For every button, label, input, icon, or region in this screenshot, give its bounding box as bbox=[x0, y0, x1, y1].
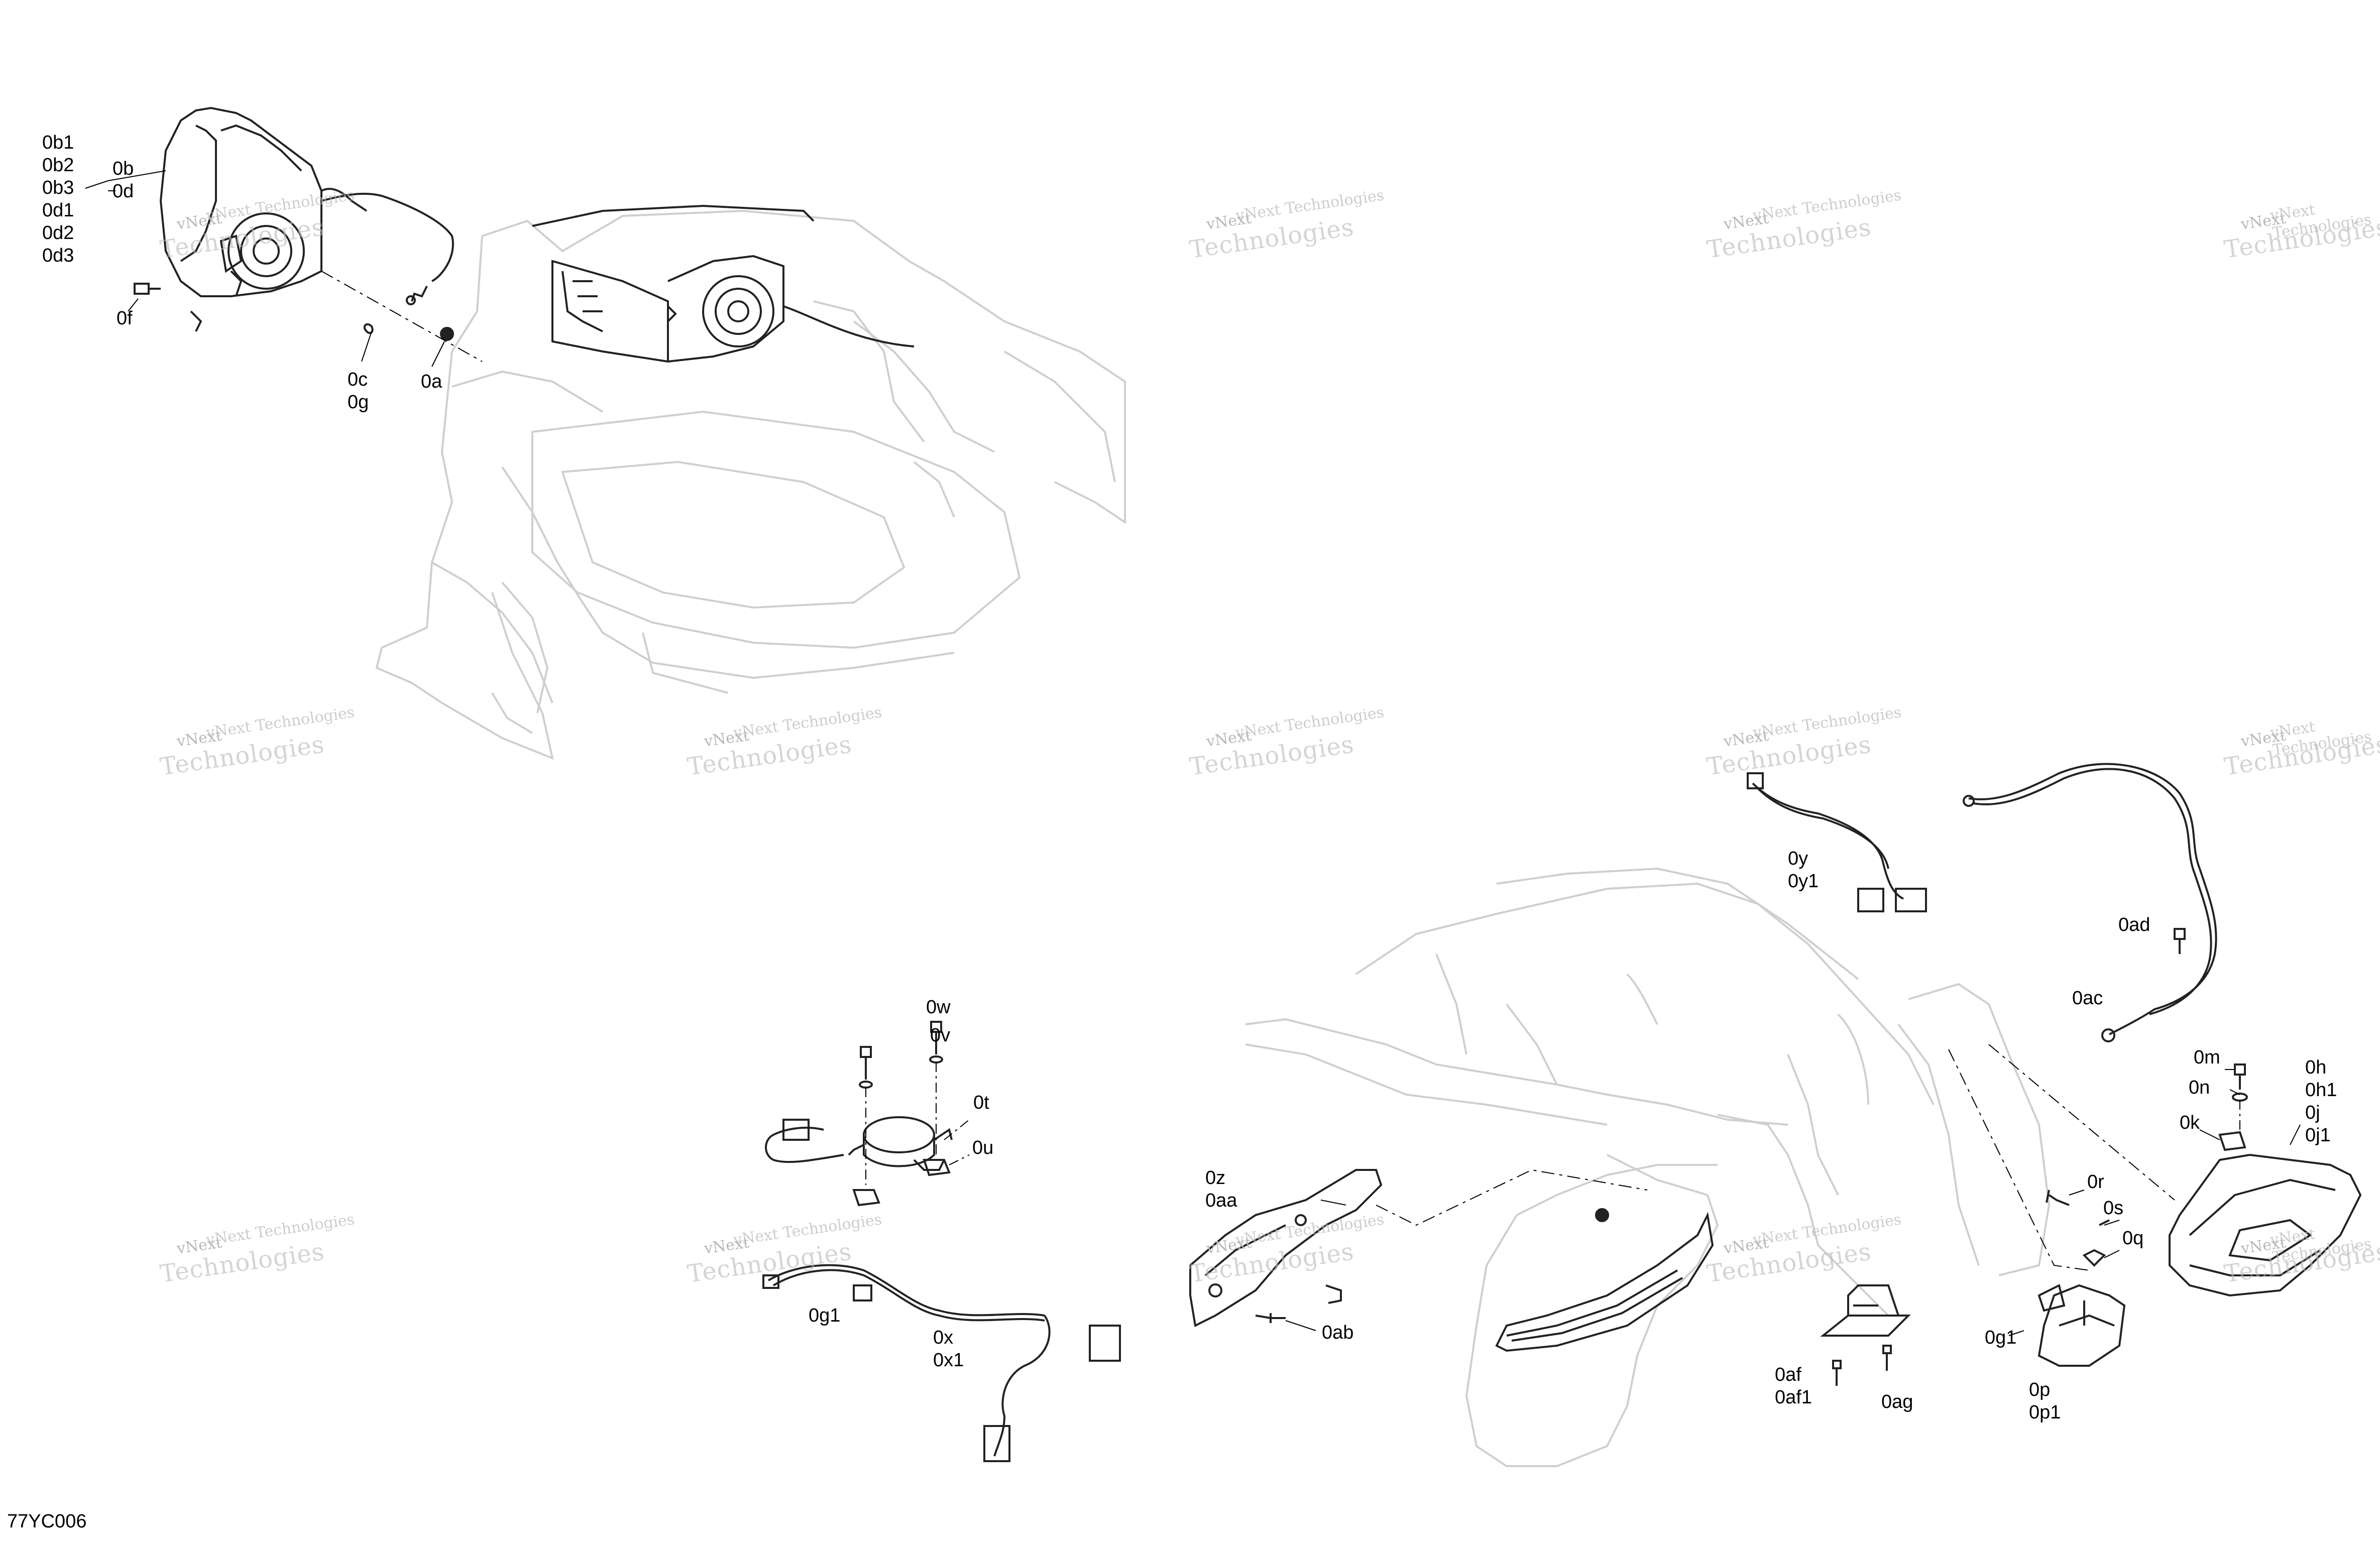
ground-cable-drawing bbox=[1963, 763, 2217, 1042]
callout-plate-light-af: 0af 0af1 bbox=[1775, 1364, 1812, 1409]
rear-frame-drawing bbox=[1245, 867, 2051, 1467]
horn-leader-lines bbox=[865, 1062, 970, 1185]
callout-harness-y: 0y 0y1 bbox=[1788, 848, 1819, 893]
callout-washer-s: 0s bbox=[2103, 1198, 2124, 1219]
horn-drawing bbox=[765, 1021, 953, 1207]
callout-headlight-bd: 0b 0d bbox=[112, 158, 134, 203]
callout-harness-x: 0x 0x1 bbox=[933, 1327, 964, 1372]
callout-cable-ac: 0ac bbox=[2072, 988, 2103, 1009]
callout-headlight-refs: 0b1 0b2 0b3 0d1 0d2 0d3 bbox=[42, 132, 74, 267]
part-label: 0af bbox=[1775, 1364, 1801, 1385]
license-lamp-leader-lines bbox=[1948, 1049, 2120, 1336]
part-label: 0h bbox=[2305, 1057, 2327, 1078]
callout-horn-t: 0t bbox=[973, 1092, 989, 1113]
rear-fender-light-drawing bbox=[1495, 1208, 1714, 1352]
part-label: 0af1 bbox=[1775, 1387, 1812, 1408]
bracket-drawing bbox=[1189, 1169, 1383, 1327]
harness-y-drawing bbox=[1747, 772, 1927, 912]
part-label: 0j1 bbox=[2305, 1125, 2331, 1146]
part-label: 0y bbox=[1788, 848, 1808, 869]
callout-screw-f: 0f bbox=[117, 308, 133, 329]
part-label: 0p bbox=[2029, 1379, 2051, 1400]
callout-screw-ag: 0ag bbox=[1881, 1391, 1913, 1412]
part-label: 0d2 bbox=[42, 222, 74, 244]
part-label: 0c bbox=[348, 369, 368, 390]
callout-grommet-a: 0a bbox=[421, 371, 442, 392]
bracket-leader-lines bbox=[1285, 1169, 1648, 1331]
callout-nut-u: 0u bbox=[972, 1137, 994, 1158]
callout-bolt-ad: 0ad bbox=[2118, 914, 2150, 935]
callout-nut-k: 0k bbox=[2180, 1112, 2200, 1133]
part-label: 0y1 bbox=[1788, 871, 1819, 892]
callout-screw-r: 0r bbox=[2087, 1171, 2104, 1193]
harness-x-drawing bbox=[762, 1264, 1121, 1462]
callout-bracket-z: 0z 0aa bbox=[1205, 1167, 1237, 1212]
part-label: 0j bbox=[2305, 1102, 2320, 1123]
part-label: 0b bbox=[112, 158, 134, 179]
part-label: 0p1 bbox=[2029, 1402, 2061, 1423]
part-label: 0d3 bbox=[42, 245, 74, 266]
part-label: 0b2 bbox=[42, 155, 74, 176]
callout-bolt-m: 0m bbox=[2194, 1047, 2220, 1068]
part-label: 0x bbox=[933, 1327, 954, 1348]
headlight-leader-lines bbox=[85, 170, 483, 367]
callout-harness-g1-left: 0g1 bbox=[809, 1305, 841, 1326]
part-label: 0d bbox=[112, 181, 134, 202]
callout-clip-q: 0q bbox=[2122, 1228, 2144, 1249]
callout-washer-n: 0n bbox=[2189, 1077, 2210, 1098]
callout-harness-g1-right: 0g1 bbox=[1985, 1327, 2017, 1348]
license-lamp-drawing bbox=[2037, 1190, 2126, 1367]
installed-headlight-drawing bbox=[532, 204, 915, 363]
part-label: 0aa bbox=[1205, 1190, 1237, 1211]
part-label: 0d1 bbox=[42, 200, 74, 221]
callout-bolt-w: 0w bbox=[926, 997, 951, 1018]
front-frame-drawing bbox=[375, 209, 1126, 760]
part-label: 0x1 bbox=[933, 1350, 964, 1371]
diagram-code: 77YC006 bbox=[7, 1511, 87, 1532]
callout-washer-v: 0v bbox=[930, 1025, 951, 1046]
part-label: 0b3 bbox=[42, 177, 74, 198]
callout-lamp-p: 0p 0p1 bbox=[2029, 1379, 2061, 1424]
part-label: 0b1 bbox=[42, 132, 74, 153]
callout-screw-ab: 0ab bbox=[1322, 1322, 1354, 1343]
part-label: 0z bbox=[1205, 1167, 1226, 1189]
plate-light-drawing bbox=[1820, 1284, 1911, 1386]
part-label: 0h1 bbox=[2305, 1080, 2337, 1101]
taillight-leader-lines bbox=[1988, 1044, 2301, 1201]
callout-taillight-hj: 0h 0h1 0j 0j1 bbox=[2305, 1056, 2337, 1147]
part-label: 0g bbox=[348, 392, 369, 413]
callout-clip-cg: 0c 0g bbox=[348, 369, 369, 414]
headlight-unit-drawing bbox=[134, 106, 454, 341]
taillight-drawing bbox=[2169, 1063, 2362, 1297]
